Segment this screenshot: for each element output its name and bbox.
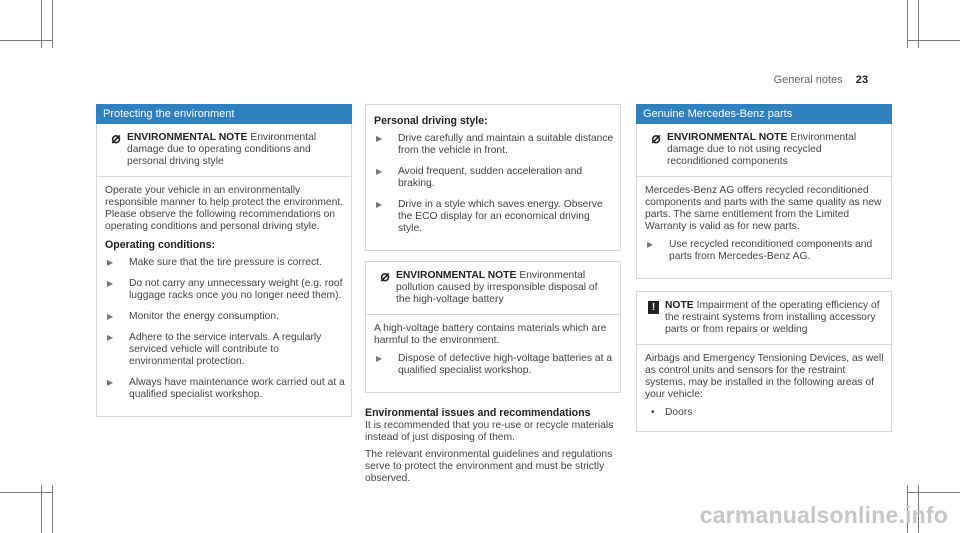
crop-mark: [907, 40, 960, 41]
arrow-icon: ▶: [107, 258, 114, 267]
info-box: Personal driving style: ▶Drive carefully…: [365, 104, 621, 251]
environment-icon: ⌀: [380, 268, 390, 285]
crop-mark: [0, 492, 52, 493]
note-text: Environmental damage due to not using re…: [667, 132, 857, 167]
subheading: Environmental issues and recommendations: [365, 407, 591, 419]
crop-mark: [907, 0, 908, 48]
list-item: ▶Drive in a style which saves energy. Ob…: [376, 199, 603, 234]
column-right: Genuine Mercedes-Benz parts ⌀ ENVIRONMEN…: [636, 104, 892, 432]
paragraph: Operate your vehicle in an environmental…: [105, 185, 344, 232]
paragraph: Mercedes-Benz AG offers recycled recondi…: [645, 185, 882, 232]
list-item: ▶Dispose of defective high-voltage batte…: [376, 353, 613, 376]
page-header: General notes 23: [774, 74, 868, 86]
list-item: ▶Drive carefully and maintain a suitable…: [376, 133, 614, 156]
list-item: ▶Use recycled reconditioned components a…: [647, 239, 873, 262]
section-band: Protecting the environment: [96, 104, 352, 124]
crop-mark: [918, 0, 919, 48]
paragraph: The relevant environmental guidelines an…: [365, 449, 613, 484]
crop-mark: [41, 485, 42, 533]
crop-mark: [52, 485, 53, 533]
environment-icon: ⌀: [651, 130, 661, 147]
arrow-icon: ▶: [107, 333, 114, 342]
text-section: Environmental issues and recommendations…: [365, 393, 621, 485]
exclamation-icon: !: [648, 301, 659, 314]
note-text: Environmental damage due to operating co…: [127, 132, 317, 167]
list-item: ▶Avoid frequent, sudden acceleration and…: [376, 166, 583, 189]
note-title: NOTE: [665, 300, 694, 311]
column-left: Protecting the environment ⌀ ENVIRONMENT…: [96, 104, 352, 417]
list-item: ▶Adhere to the service intervals. A regu…: [107, 332, 322, 367]
crop-mark: [0, 40, 52, 41]
column-middle: Personal driving style: ▶Drive carefully…: [365, 104, 621, 485]
arrow-icon: ▶: [647, 240, 654, 249]
page-number: 23: [855, 74, 868, 86]
section-title: General notes: [773, 74, 843, 86]
list-item: ▶Always have maintenance work carried ou…: [107, 377, 345, 400]
paragraph: A high-voltage battery contains material…: [374, 323, 607, 346]
note-title: ENVIRONMENTAL NOTE: [396, 270, 517, 281]
arrow-icon: ▶: [107, 312, 114, 321]
arrow-icon: ▶: [107, 279, 114, 288]
crop-mark: [907, 485, 908, 533]
arrow-icon: ▶: [376, 134, 383, 143]
section-band: Genuine Mercedes-Benz parts: [636, 104, 892, 124]
list-item: ▶Do not carry any unnecessary weight (e.…: [107, 278, 343, 301]
paragraph: It is recommended that you re-use or rec…: [365, 420, 614, 443]
crop-mark: [918, 485, 919, 533]
note-title: ENVIRONMENTAL NOTE: [667, 132, 788, 143]
note-text: Impairment of the operating efficiency o…: [665, 300, 880, 335]
crop-mark: [41, 0, 42, 48]
crop-mark: [907, 492, 960, 493]
list-item: ▶Monitor the energy consumption.: [107, 311, 279, 322]
subheading: Operating conditions:: [105, 239, 216, 251]
arrow-icon: ▶: [376, 200, 383, 209]
subheading: Personal driving style:: [374, 115, 488, 127]
arrow-icon: ▶: [376, 167, 383, 176]
list-item: ▶Make sure that the tire pressure is cor…: [107, 257, 322, 268]
watermark: carmanualsonline.info: [699, 502, 948, 528]
note-title: ENVIRONMENTAL NOTE: [127, 132, 248, 143]
environment-icon: ⌀: [111, 130, 121, 147]
arrow-icon: ▶: [107, 378, 114, 387]
list-item: •Doors: [651, 407, 693, 418]
arrow-icon: ▶: [376, 354, 383, 363]
note-text: Environmental pollution caused by irresp…: [396, 270, 598, 305]
bullet-icon: •: [651, 407, 655, 418]
crop-mark: [52, 0, 53, 48]
paragraph: Airbags and Emergency Tensioning Devices…: [645, 353, 884, 400]
